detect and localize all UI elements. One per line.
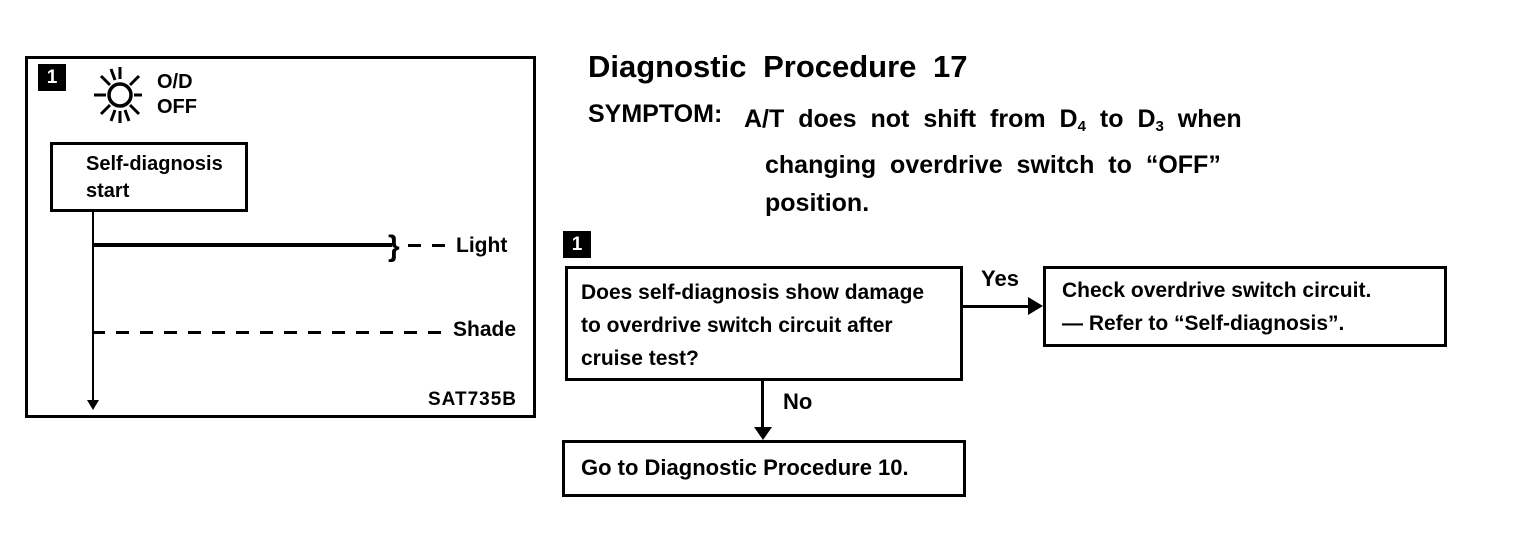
start-box-line1: Self-diagnosis [86, 153, 223, 175]
step-badge: 1 [38, 64, 66, 91]
od-label-line1: O/D [157, 71, 193, 93]
light-label: Light [456, 234, 508, 257]
question-line3: cruise test? [581, 347, 699, 370]
yes-arrowhead-icon [1028, 297, 1043, 315]
no-arrowhead-icon [754, 427, 772, 440]
symptom-line1: A/T does not shift from D4 to D3 when [744, 105, 1242, 135]
no-branch-label: No [783, 389, 813, 414]
self-diagnosis-start-box: Self-diagnosis start [50, 142, 248, 212]
timeline-arrowhead-icon [87, 400, 99, 410]
timeline-vertical-line [92, 212, 94, 408]
question-line2: to overdrive switch circuit after [581, 314, 893, 337]
yes-branch-label: Yes [981, 266, 1019, 291]
od-off-lamp-icon [94, 67, 142, 123]
gear-subscript: 4 [1077, 118, 1086, 135]
no-result-box: Go to Diagnostic Procedure 10. [562, 440, 966, 497]
od-label-line2: OFF [157, 96, 197, 118]
figure-code: SAT735B [428, 389, 518, 410]
no-result-text: Go to Diagnostic Procedure 10. [581, 455, 909, 480]
yes-result-line2: — Refer to “Self-diagnosis”. [1062, 312, 1345, 335]
symptom-text: A/T does not shift from D4 to D3 when ch… [744, 100, 1384, 222]
question-line1: Does self-diagnosis show damage [581, 281, 925, 304]
yes-result-box: Check overdrive switch circuit. — Refer … [1043, 266, 1447, 347]
symptom-line2: changing overdrive switch to “OFF” [765, 151, 1221, 179]
no-arrow-line [761, 381, 764, 428]
question-box: Does self-diagnosis show damage to overd… [565, 266, 963, 381]
symptom-line3: position. [765, 189, 870, 217]
symptom-label: SYMPTOM: [588, 100, 723, 128]
gear-subscript: 3 [1155, 118, 1164, 135]
shade-dashed-line [92, 331, 448, 334]
timing-diagram-panel: 1 O/D OFF Self-diagnosis sta [25, 56, 536, 418]
flowchart-step-badge: 1 [563, 231, 591, 258]
yes-arrow-line [963, 305, 1031, 308]
page-title: Diagnostic Procedure 17 [588, 49, 968, 84]
light-leader-dashes [408, 244, 448, 247]
light-on-line [92, 243, 392, 247]
od-off-label: O/D OFF [157, 70, 197, 120]
light-line-brace: } [388, 230, 400, 263]
shade-label: Shade [453, 318, 517, 341]
start-box-line2: start [86, 180, 130, 202]
yes-result-line1: Check overdrive switch circuit. [1062, 279, 1372, 302]
